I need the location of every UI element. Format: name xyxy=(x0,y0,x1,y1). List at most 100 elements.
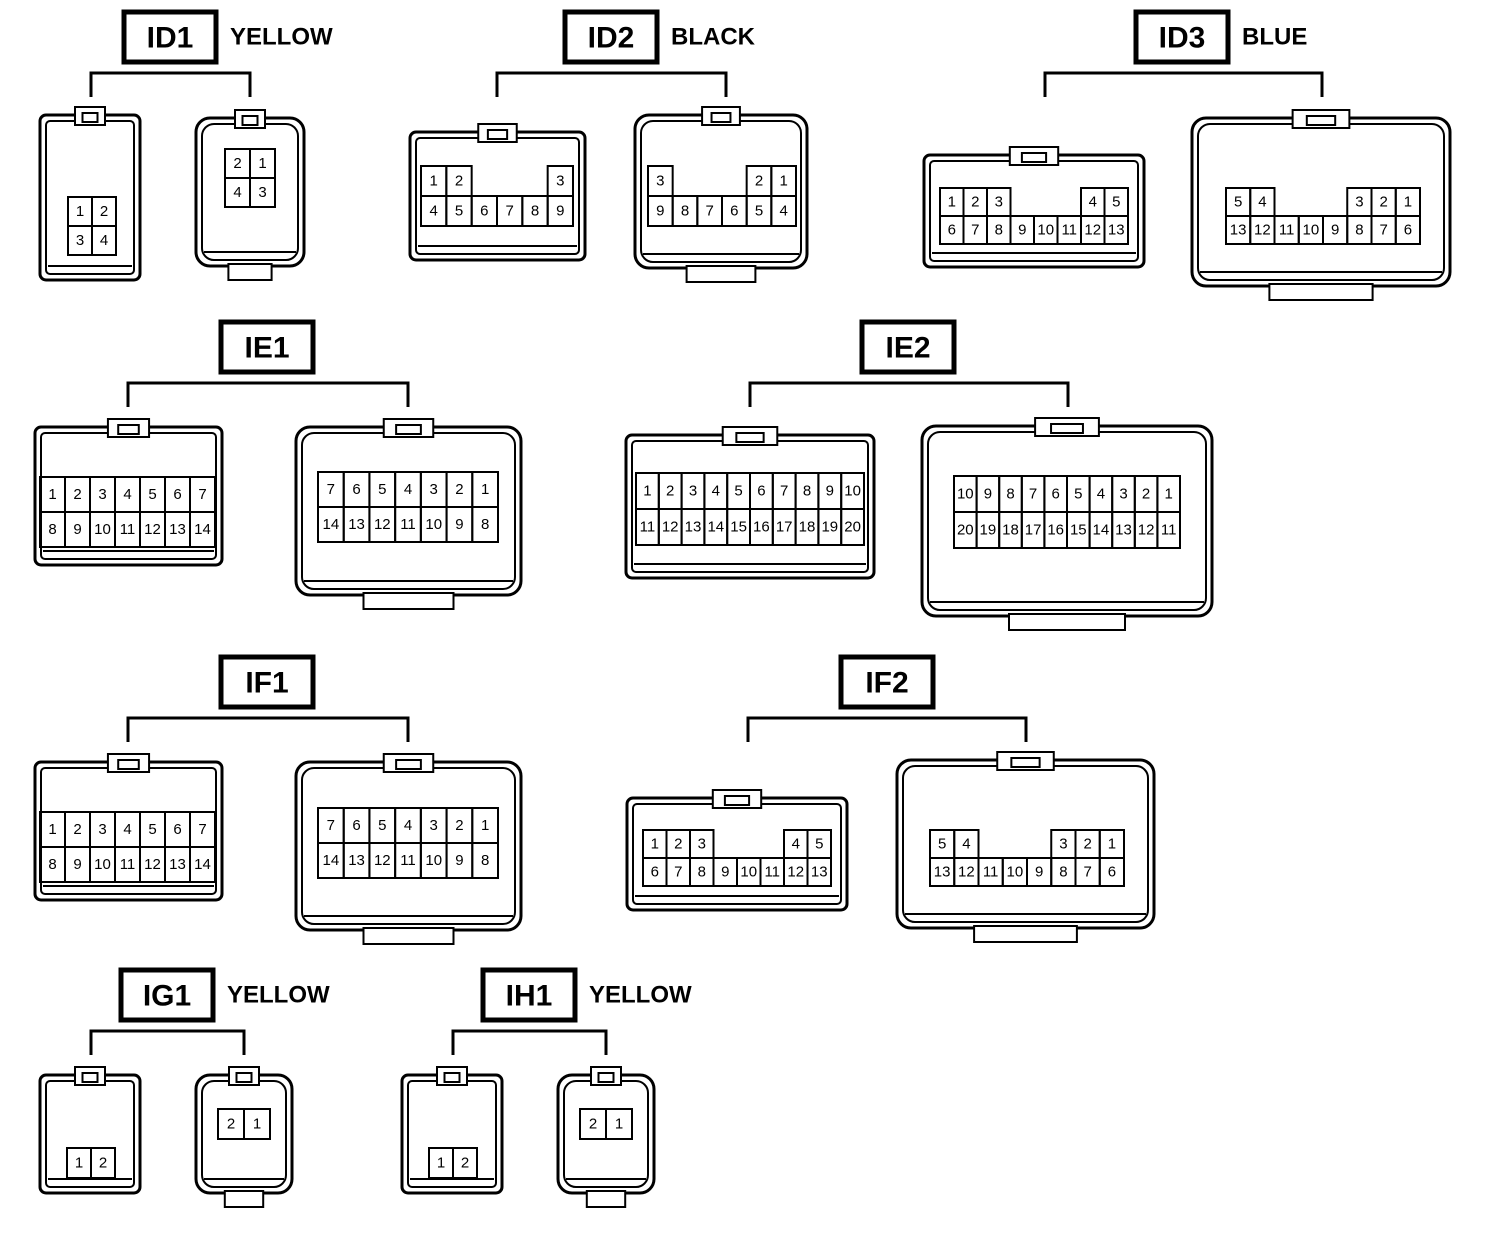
pin-number: 13 xyxy=(169,856,186,873)
pin-number: 1 xyxy=(481,817,489,834)
pin-number: 7 xyxy=(327,817,335,834)
pin-number: 1 xyxy=(948,194,956,211)
pin-number: 12 xyxy=(144,521,161,538)
pin-number: 5 xyxy=(455,203,463,220)
connector-label-box xyxy=(218,319,316,375)
connector-id: ID3 xyxy=(1159,22,1206,55)
pin-number: 5 xyxy=(938,836,946,853)
pin-number: 10 xyxy=(1007,864,1024,881)
pin-number: 10 xyxy=(740,864,757,881)
pin-number: 3 xyxy=(1355,194,1363,211)
pin-number: 9 xyxy=(984,486,992,503)
pin-cell xyxy=(249,177,276,208)
pin-number: 4 xyxy=(100,232,108,249)
pin-number: 5 xyxy=(1074,486,1082,503)
connector-label-box xyxy=(121,9,219,65)
pin-number: 2 xyxy=(1083,836,1091,853)
pin-number: 6 xyxy=(173,486,181,503)
pin-number: 5 xyxy=(755,203,763,220)
pin-number: 4 xyxy=(1097,486,1105,503)
connector-id: IF2 xyxy=(865,667,908,700)
left-housing xyxy=(38,106,142,282)
pin-number: 6 xyxy=(1052,486,1060,503)
pin-number: 1 xyxy=(429,173,437,190)
pin-number: 10 xyxy=(1037,222,1054,239)
right-housing xyxy=(194,1066,294,1208)
pin-number: 9 xyxy=(73,856,81,873)
connector-id: ID2 xyxy=(588,22,635,55)
pin-number: 6 xyxy=(948,222,956,239)
pin-number: 7 xyxy=(1083,864,1091,881)
connector-id: IF1 xyxy=(245,667,288,700)
pin-number: 14 xyxy=(323,516,340,533)
pin-number: 9 xyxy=(1331,222,1339,239)
pin-number: 3 xyxy=(698,836,706,853)
pin-number: 13 xyxy=(1108,222,1125,239)
pin-number: 7 xyxy=(705,203,713,220)
pin-cell xyxy=(243,1108,271,1140)
right-housing xyxy=(920,417,1214,631)
pin-number: 2 xyxy=(666,483,674,500)
pin-number: 19 xyxy=(821,519,838,536)
bracket xyxy=(746,716,1028,742)
pin-number: 10 xyxy=(94,856,111,873)
pin-number: 19 xyxy=(980,522,997,539)
pin-number: 12 xyxy=(144,856,161,873)
pin-number: 3 xyxy=(430,817,438,834)
pin-number: 1 xyxy=(643,483,651,500)
pin-number: 11 xyxy=(1279,222,1295,239)
pin-number: 1 xyxy=(48,486,56,503)
pin-number: 13 xyxy=(685,519,702,536)
pin-number: 4 xyxy=(779,203,787,220)
pin-number: 5 xyxy=(378,817,386,834)
pin-number: 7 xyxy=(198,821,206,838)
pin-number: 11 xyxy=(120,521,136,538)
pin-cell xyxy=(1098,857,1125,887)
pin-number: 7 xyxy=(327,481,335,498)
pin-number: 2 xyxy=(455,817,463,834)
connector-id: ID1 xyxy=(147,22,194,55)
pin-number: 10 xyxy=(425,852,442,869)
pin-number: 5 xyxy=(1112,194,1120,211)
pin-number: 1 xyxy=(651,836,659,853)
wire-color: YELLOW xyxy=(589,982,692,1009)
left-housing xyxy=(625,789,849,912)
pin-cell xyxy=(806,857,832,887)
pin-number: 14 xyxy=(194,856,211,873)
pin-number: 4 xyxy=(712,483,720,500)
connector-label-box xyxy=(218,654,316,710)
pin-number: 8 xyxy=(48,521,56,538)
pin-number: 2 xyxy=(233,155,241,172)
right-housing xyxy=(1190,109,1452,301)
pin-cell xyxy=(770,195,797,227)
pin-number: 4 xyxy=(962,836,970,853)
pin-cell xyxy=(90,1147,116,1179)
pin-number: 3 xyxy=(556,173,564,190)
pin-number: 2 xyxy=(73,821,81,838)
pin-number: 10 xyxy=(425,516,442,533)
pin-number: 1 xyxy=(253,1116,261,1133)
pin-number: 6 xyxy=(1108,864,1116,881)
connector-id: IH1 xyxy=(506,980,553,1013)
pin-cell xyxy=(471,506,499,543)
pin-number: 1 xyxy=(1404,194,1412,211)
pin-number: 11 xyxy=(1161,522,1177,539)
pin-number: 6 xyxy=(730,203,738,220)
pin-number: 6 xyxy=(651,864,659,881)
connector-label-box xyxy=(118,967,216,1023)
pin-number: 10 xyxy=(94,521,111,538)
pin-number: 13 xyxy=(169,521,186,538)
